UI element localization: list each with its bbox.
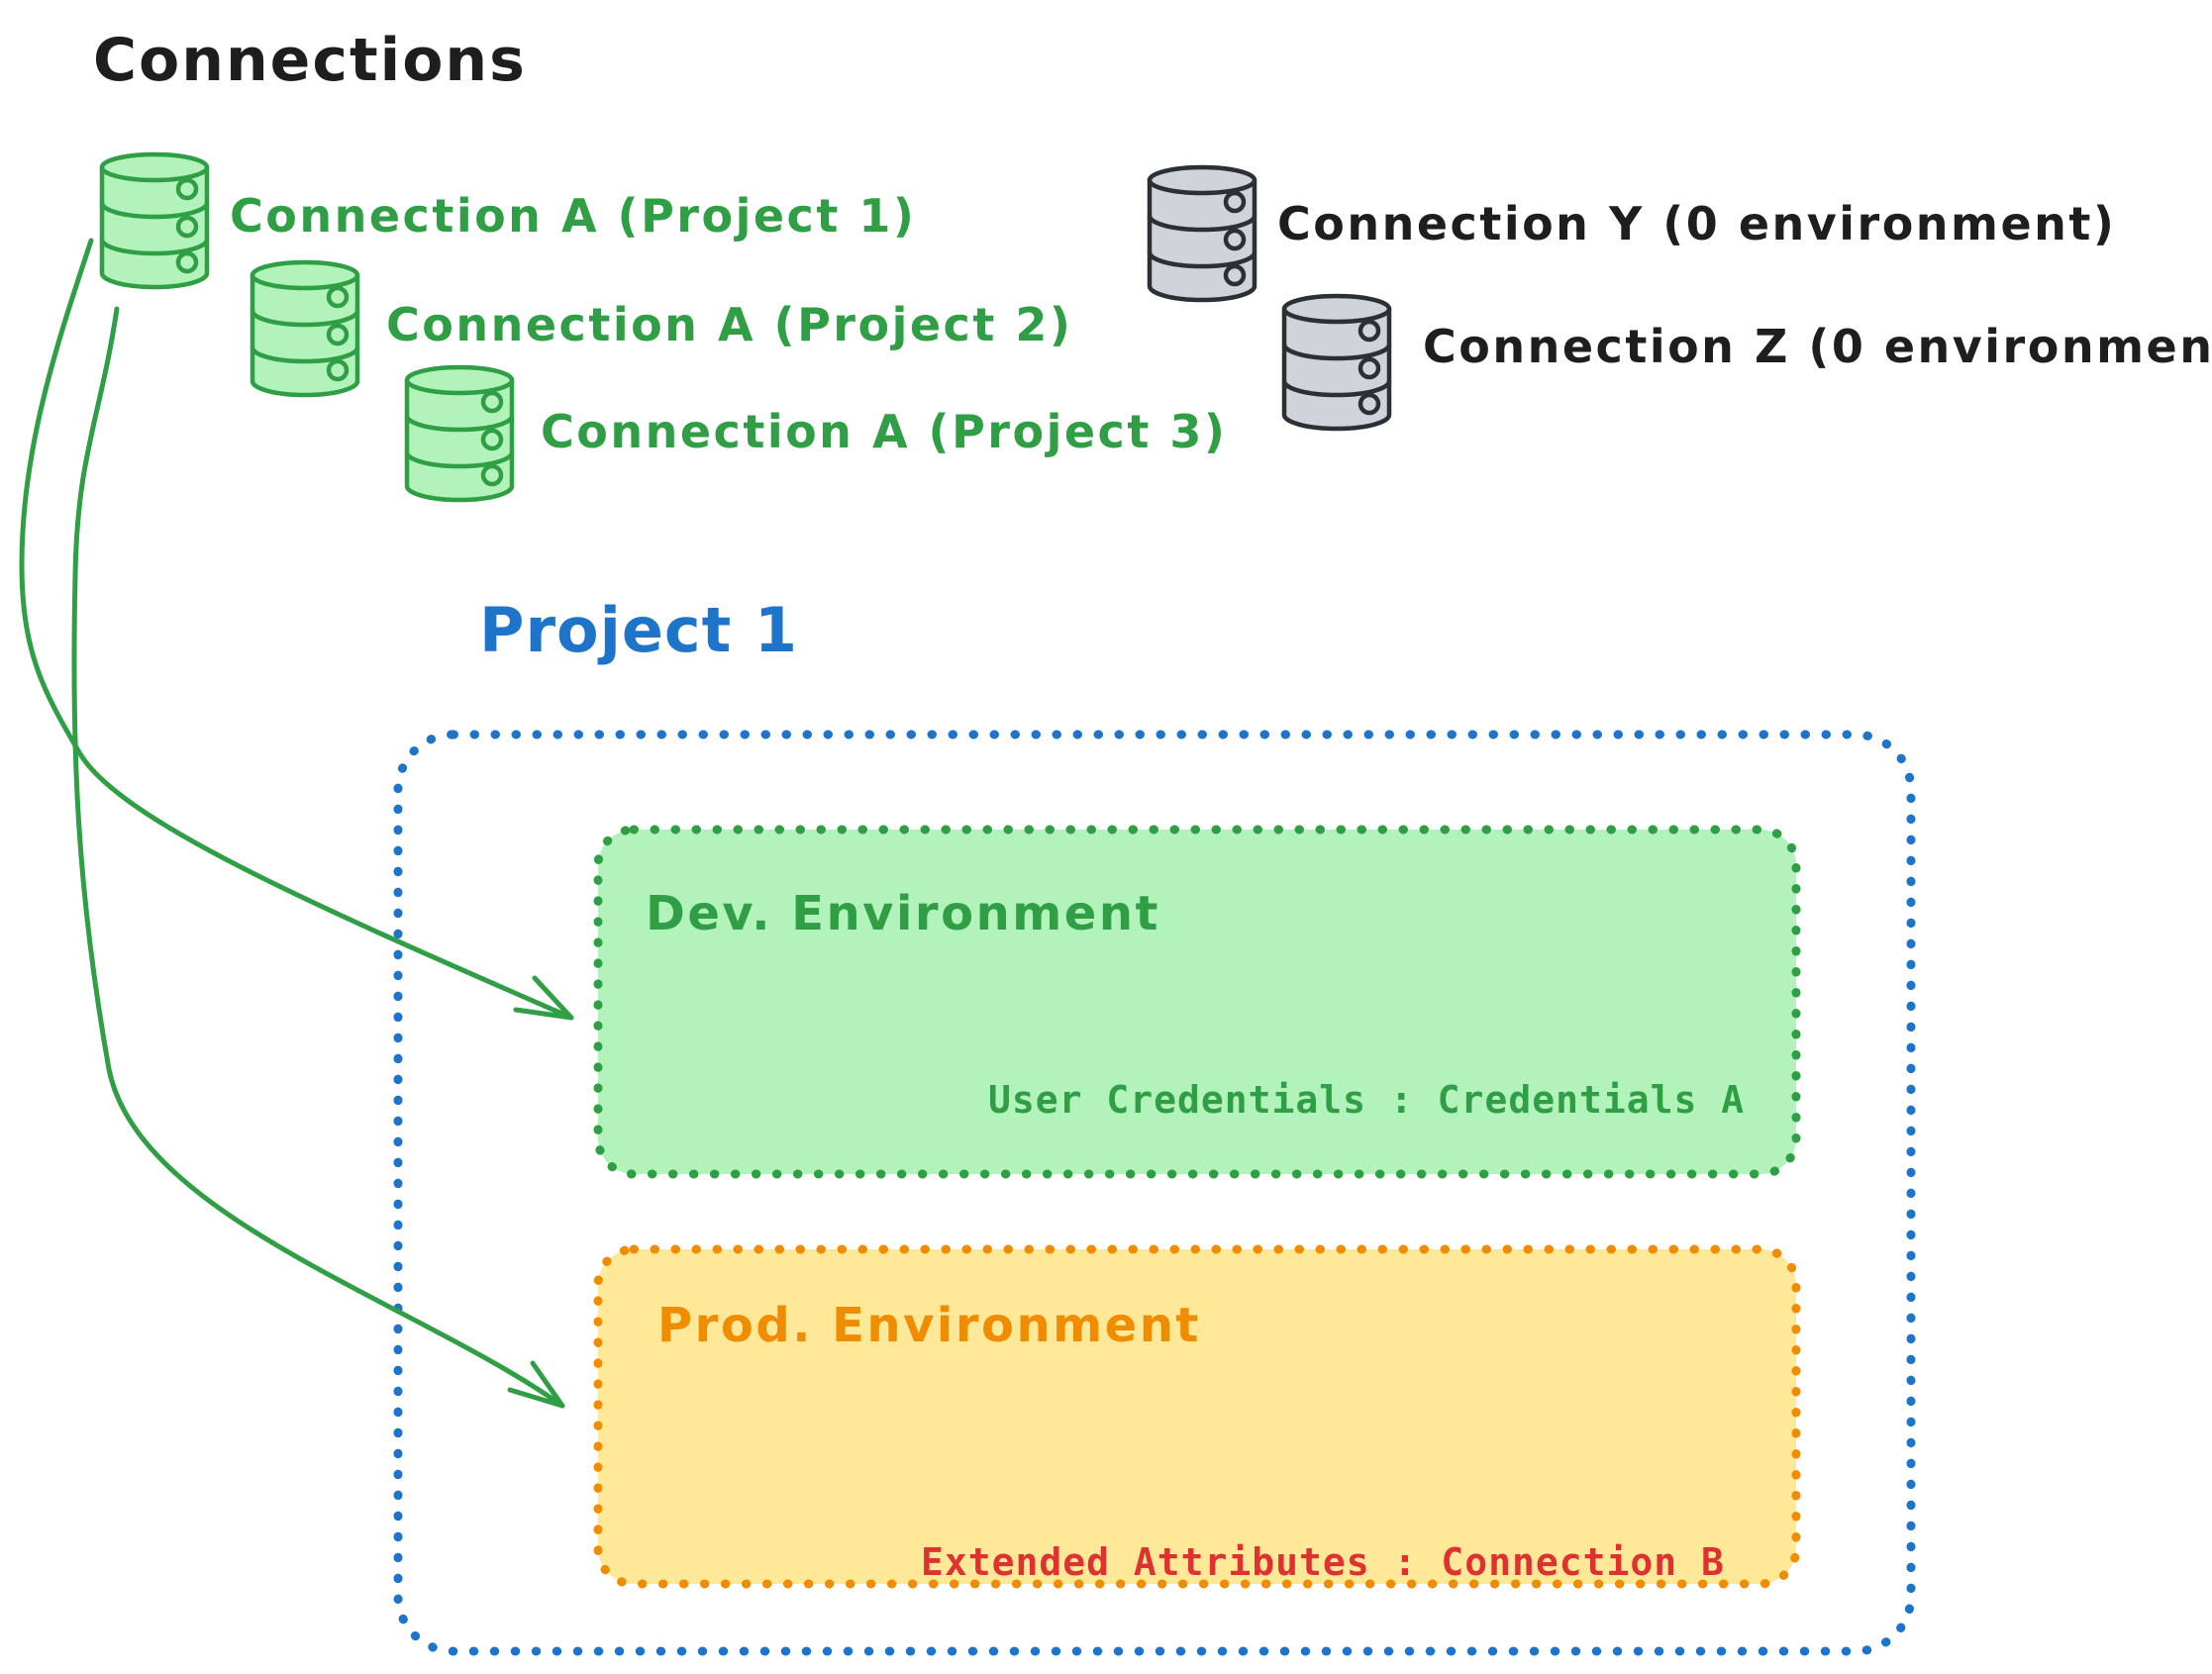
database-icon-connection-a-project-1 xyxy=(102,154,207,287)
dev-environment-label: Dev. Environment xyxy=(646,886,1160,941)
database-icon-connection-a-project-2 xyxy=(252,262,357,395)
diagram-title: Connections xyxy=(93,26,527,95)
database-icon-connection-a-project-3 xyxy=(407,367,512,500)
database-icon-connection-y xyxy=(1150,167,1255,300)
arrow-to-prod-environment xyxy=(71,306,565,1409)
prod-extended-attributes-line: Extended Attributes : Connection B xyxy=(921,1540,1725,1584)
dev-environment-box xyxy=(593,825,1801,1179)
dev-credentials-text: User Credentials : Credentials A xyxy=(988,1078,1746,1122)
connection-a-project-1-label: Connection A (Project 1) xyxy=(230,189,917,243)
arrowhead-prod-icon xyxy=(507,1360,565,1409)
connection-z-label: Connection Z (0 environment) xyxy=(1423,320,2212,373)
database-icon-connection-z xyxy=(1284,296,1389,429)
prod-environment-box xyxy=(593,1244,1801,1589)
prod-environment-label: Prod. Environment xyxy=(657,1298,1201,1353)
arrowhead-dev-icon xyxy=(513,975,574,1021)
arrow-to-dev-environment xyxy=(19,238,574,1021)
connection-a-project-3-label: Connection A (Project 3) xyxy=(541,405,1228,458)
project-1-title: Project 1 xyxy=(479,594,799,666)
connection-y-label: Connection Y (0 environment) xyxy=(1277,197,2117,250)
connection-a-project-2-label: Connection A (Project 2) xyxy=(386,298,1073,351)
project-1-boundary-box xyxy=(393,730,1916,1656)
prod-credentials-text: Extended Attributes : Connection B Ext.A… xyxy=(921,1441,1749,1674)
